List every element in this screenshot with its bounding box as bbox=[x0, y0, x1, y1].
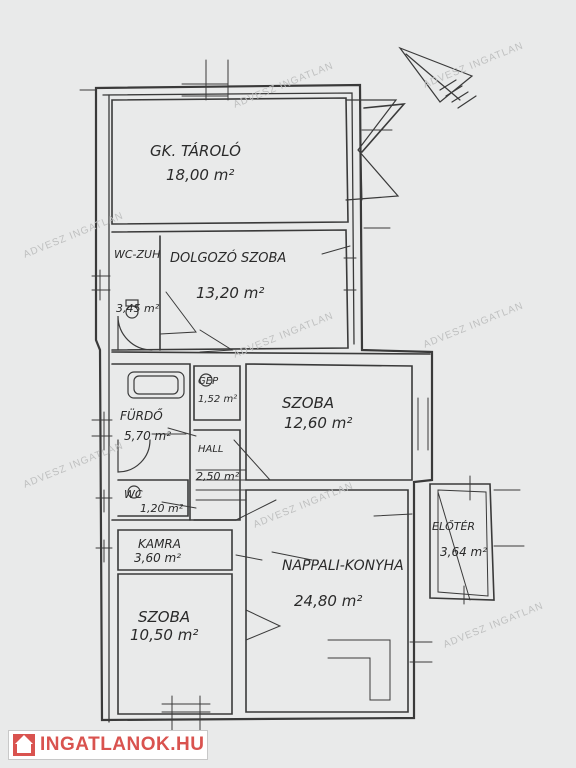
porch bbox=[429, 483, 495, 601]
room-name-dolgozo: DOLGOZÓ SZOBA bbox=[170, 250, 286, 266]
toilet-icon bbox=[125, 299, 213, 499]
garage-room bbox=[111, 97, 406, 225]
room-name-wc: WC bbox=[124, 488, 143, 501]
door-swings bbox=[151, 427, 413, 701]
room-name-wc-zuhany: WC-ZUH bbox=[114, 248, 160, 261]
room-name-hall: HALL bbox=[198, 444, 224, 455]
room-name-furdo: FÜRDŐ bbox=[120, 407, 163, 423]
room-name-nappali: NAPPALI-KONYHA bbox=[282, 558, 404, 574]
room-name-garage: GK. TÁROLÓ bbox=[150, 141, 241, 160]
brand-name: INGATLANOK.HU bbox=[40, 734, 205, 755]
room-area-wc: 1,20 m² bbox=[140, 502, 184, 515]
interior-walls bbox=[111, 229, 431, 715]
stairs-icon bbox=[159, 245, 351, 521]
room-area-kamra: 3,60 m² bbox=[134, 551, 181, 565]
room-area-dolgozo: 13,20 m² bbox=[196, 284, 264, 302]
room-area-wc-zuhany: 3,45 m² bbox=[116, 302, 160, 315]
outer-walls bbox=[94, 83, 434, 723]
room-area-gep: 1,52 m² bbox=[198, 394, 237, 405]
house-icon bbox=[13, 734, 35, 756]
room-area-garage: 18,00 m² bbox=[166, 166, 234, 184]
shower-icon bbox=[117, 315, 153, 473]
bathtub-icon bbox=[127, 371, 185, 399]
room-name-szoba-2: SZOBA bbox=[138, 608, 190, 626]
room-name-eloter: ELŐTÉR bbox=[432, 519, 475, 533]
room-area-szoba-1: 12,60 m² bbox=[284, 414, 352, 432]
room-area-szoba-2: 10,50 m² bbox=[130, 626, 198, 644]
ingatlanok-logo[interactable]: INGATLANOK.HU bbox=[8, 730, 208, 760]
room-area-furdo: 5,70 m² bbox=[124, 429, 171, 443]
room-area-nappali: 24,80 m² bbox=[294, 592, 362, 610]
window-marks bbox=[79, 59, 525, 737]
room-name-kamra: KAMRA bbox=[138, 537, 181, 551]
room-name-szoba-1: SZOBA bbox=[282, 394, 334, 412]
room-area-hall: 2,50 m² bbox=[196, 470, 240, 483]
room-area-eloter: 3,64 m² bbox=[440, 545, 487, 559]
room-name-gep: GÉP bbox=[198, 374, 219, 387]
north-arrow-icon bbox=[398, 46, 477, 109]
